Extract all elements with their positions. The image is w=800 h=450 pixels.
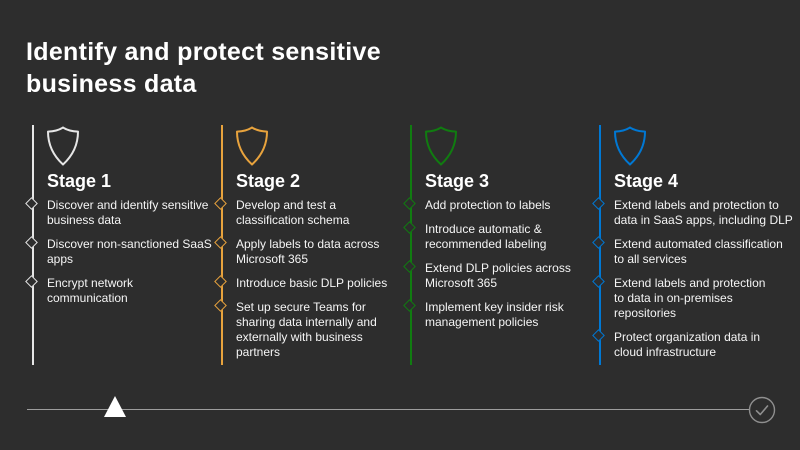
stage-3-vertical-line bbox=[410, 125, 412, 365]
list-item: Apply labels to data across Microsoft 36… bbox=[214, 236, 418, 267]
stage-3-title: Stage 3 bbox=[425, 171, 490, 191]
stage-3-column: Stage 3 Add protection to labels Introdu… bbox=[403, 125, 600, 375]
list-item: Develop and test a classification schema bbox=[214, 197, 418, 228]
page-title: Identify and protect sensitive business … bbox=[26, 38, 381, 98]
list-item-text: Extend DLP policies across Microsoft 365 bbox=[425, 261, 571, 290]
stage-2-title: Stage 2 bbox=[236, 171, 301, 191]
diamond-bullet-icon bbox=[25, 197, 38, 210]
list-item: Extend DLP policies across Microsoft 365 bbox=[403, 260, 607, 291]
list-item-text: Apply labels to data across Microsoft 36… bbox=[236, 237, 380, 266]
list-item-text: Extend labels and protection to data in … bbox=[614, 198, 793, 227]
list-item-text: Discover non-sanctioned SaaS apps bbox=[47, 237, 212, 266]
checkmark-circle-icon bbox=[748, 396, 776, 424]
stage-2-items: Develop and test a classification schema… bbox=[214, 197, 418, 360]
list-item: Extend automated classification to all s… bbox=[592, 236, 796, 267]
list-item-text: Protect organization data in cloud infra… bbox=[614, 330, 761, 359]
stage-1-title: Stage 1 bbox=[47, 171, 112, 191]
stage-3-items: Add protection to labels Introduce autom… bbox=[403, 197, 607, 330]
stage-4-items: Extend labels and protection to data in … bbox=[592, 197, 796, 360]
list-item: Introduce automatic & recommended labeli… bbox=[403, 221, 607, 252]
list-item-text: Extend automated classification to all s… bbox=[614, 237, 783, 266]
shield-icon bbox=[44, 126, 82, 166]
shield-icon bbox=[611, 126, 649, 166]
list-item: Encrypt network communication bbox=[25, 275, 229, 306]
diamond-bullet-icon bbox=[25, 236, 38, 249]
list-item: Extend labels and protection to data in … bbox=[592, 197, 796, 228]
list-item-text: Discover and identify sensitive business… bbox=[47, 198, 209, 227]
stage-4-title: Stage 4 bbox=[614, 171, 679, 191]
shield-icon bbox=[422, 126, 460, 166]
list-item: Set up secure Teams for sharing data int… bbox=[214, 299, 418, 360]
list-item-text: Extend labels and protection to data in … bbox=[614, 276, 766, 320]
list-item: Add protection to labels bbox=[403, 197, 607, 213]
list-item-text: Encrypt network communication bbox=[47, 276, 134, 305]
stage-2-column: Stage 2 Develop and test a classificatio… bbox=[214, 125, 411, 375]
timeline-line bbox=[27, 409, 749, 410]
diamond-bullet-icon bbox=[25, 275, 38, 288]
list-item: Protect organization data in cloud infra… bbox=[592, 329, 796, 360]
stage-4-column: Stage 4 Extend labels and protection to … bbox=[592, 125, 793, 375]
list-item: Implement key insider risk management po… bbox=[403, 299, 607, 330]
list-item-text: Introduce automatic & recommended labeli… bbox=[425, 222, 547, 251]
list-item: Extend labels and protection to data in … bbox=[592, 275, 796, 321]
stage-1-column: Stage 1 Discover and identify sensitive … bbox=[25, 125, 222, 375]
progress-marker-triangle-icon bbox=[104, 396, 126, 417]
list-item: Discover non-sanctioned SaaS apps bbox=[25, 236, 229, 267]
list-item-text: Set up secure Teams for sharing data int… bbox=[236, 300, 377, 359]
list-item-text: Develop and test a classification schema bbox=[236, 198, 350, 227]
list-item-text: Add protection to labels bbox=[425, 198, 551, 212]
list-item-text: Implement key insider risk management po… bbox=[425, 300, 564, 329]
list-item: Discover and identify sensitive business… bbox=[25, 197, 229, 228]
list-item: Introduce basic DLP policies bbox=[214, 275, 418, 291]
stage-1-items: Discover and identify sensitive business… bbox=[25, 197, 229, 306]
list-item-text: Introduce basic DLP policies bbox=[236, 276, 388, 290]
shield-icon bbox=[233, 126, 271, 166]
